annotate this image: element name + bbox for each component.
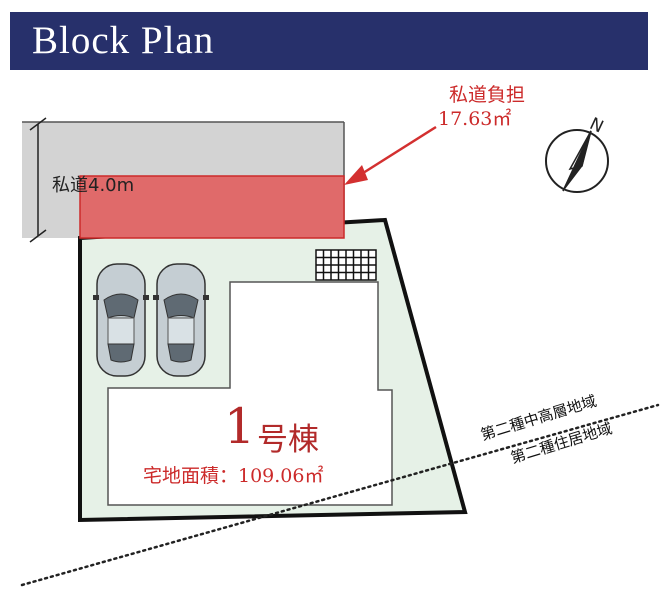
burden-title: 私道負担 (449, 84, 526, 106)
page-title: Block Plan (32, 19, 215, 62)
house-footprint (107, 281, 393, 506)
building-name: 号棟 (257, 422, 319, 458)
compass-icon (545, 129, 609, 193)
zoning-boundary-line (20, 403, 660, 587)
car-icon (93, 263, 149, 377)
burden-area: 17.63㎡ (438, 108, 512, 130)
building-number: 1 (224, 398, 256, 455)
grid-structure (315, 249, 377, 281)
header-bar: Block Plan (10, 12, 648, 70)
road-width-label: 私道4.0m (52, 175, 135, 196)
lot-area-label: 宅地面積：109.06㎡ (143, 465, 324, 487)
car-icon (153, 263, 209, 377)
burden-pointer-arrow (351, 125, 437, 182)
private-road-burden-area (79, 175, 345, 239)
